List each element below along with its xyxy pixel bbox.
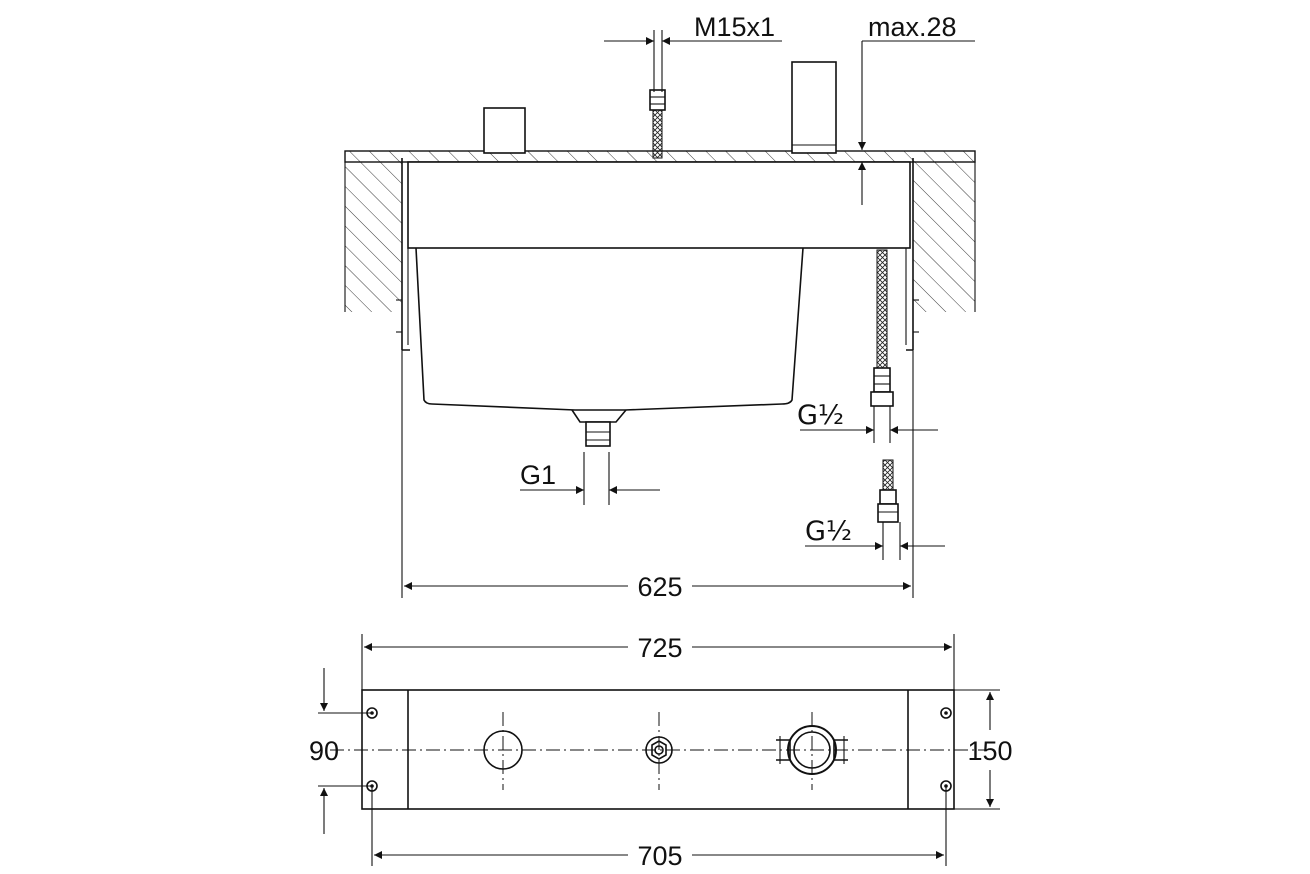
- label-g-half-upper: G½: [797, 400, 844, 431]
- dim-max28: max.28: [858, 12, 975, 205]
- label-625: 625: [637, 572, 682, 602]
- label-g-half-lower: G½: [805, 516, 852, 547]
- dim-150: 150: [954, 689, 1013, 810]
- basin: [415, 247, 804, 411]
- hose-lower: [882, 459, 894, 491]
- dim-g1: G1: [520, 460, 660, 494]
- control-left: [483, 107, 526, 154]
- dim-g-half-upper: G½: [797, 400, 938, 434]
- dim-625: 625: [401, 350, 914, 602]
- label-705: 705: [637, 841, 682, 871]
- drain-outlet: [571, 409, 627, 423]
- wall-right: [913, 162, 975, 312]
- spout-right: [791, 61, 837, 154]
- outlet-hole-left: [483, 730, 523, 770]
- dim-m15x1: M15x1: [604, 12, 782, 92]
- clamp-fitting: [776, 725, 848, 775]
- wall-left: [345, 162, 402, 312]
- dim-g-half-lower: G½: [805, 516, 945, 550]
- label-725: 725: [637, 633, 682, 663]
- plan-view: [330, 689, 985, 810]
- dim-725: 725: [361, 633, 955, 690]
- label-m15x1: M15x1: [694, 12, 775, 42]
- dim-705: 705: [371, 786, 947, 871]
- label-150: 150: [967, 736, 1012, 766]
- hose-right: [876, 249, 888, 369]
- label-g1: G1: [520, 460, 556, 490]
- hose-center: [652, 109, 663, 159]
- center-fitting: [645, 736, 673, 764]
- mounting-box: [407, 161, 911, 249]
- dim-90: 90: [309, 668, 372, 834]
- label-max28: max.28: [868, 12, 957, 42]
- section-view: [344, 61, 976, 560]
- label-90: 90: [309, 736, 339, 766]
